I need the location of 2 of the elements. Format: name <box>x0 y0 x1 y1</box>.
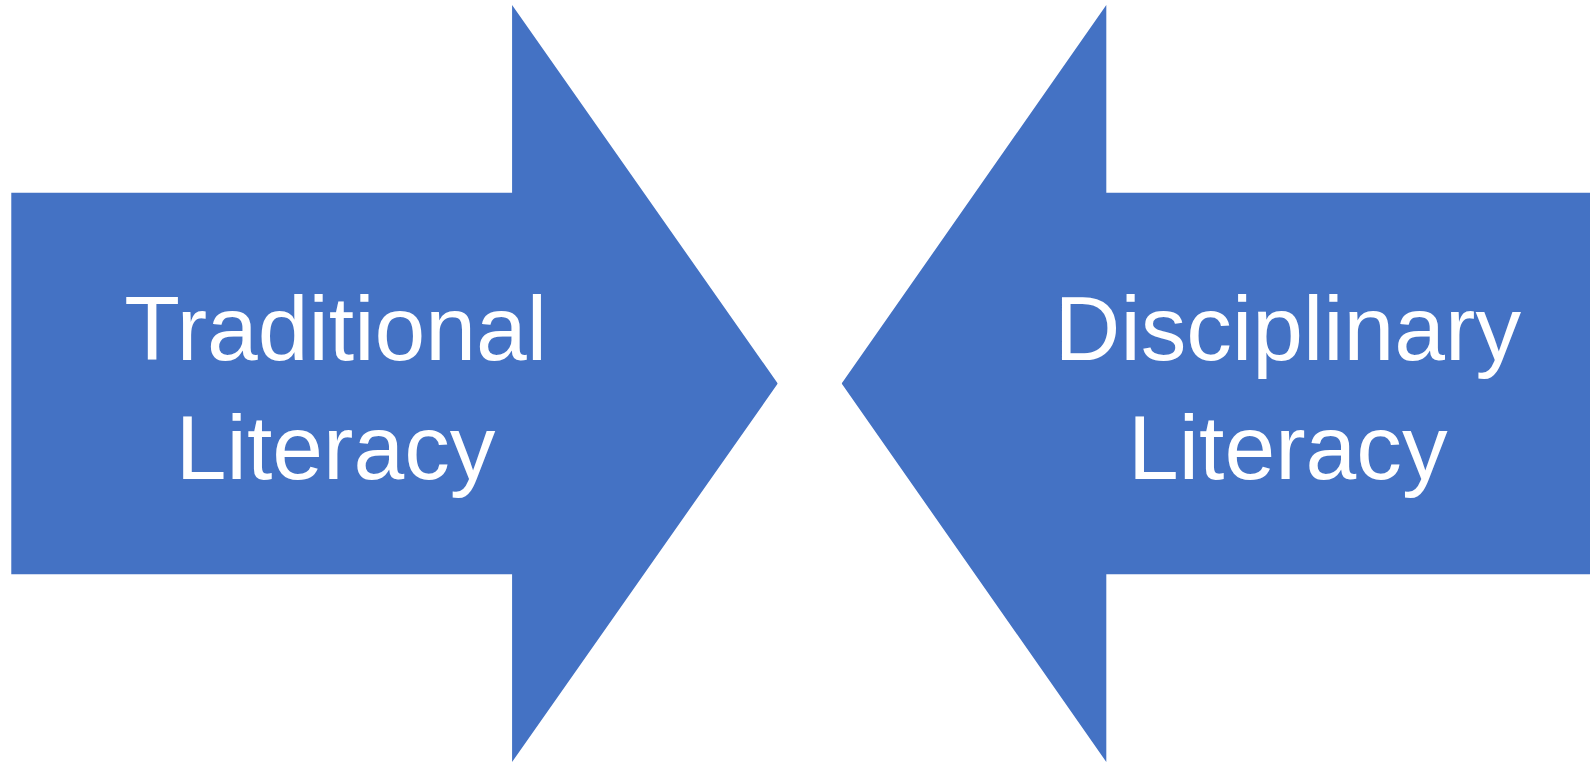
arrow-label: Disciplinary Literacy <box>1053 277 1523 501</box>
arrow-label: Traditional Literacy <box>123 277 548 501</box>
